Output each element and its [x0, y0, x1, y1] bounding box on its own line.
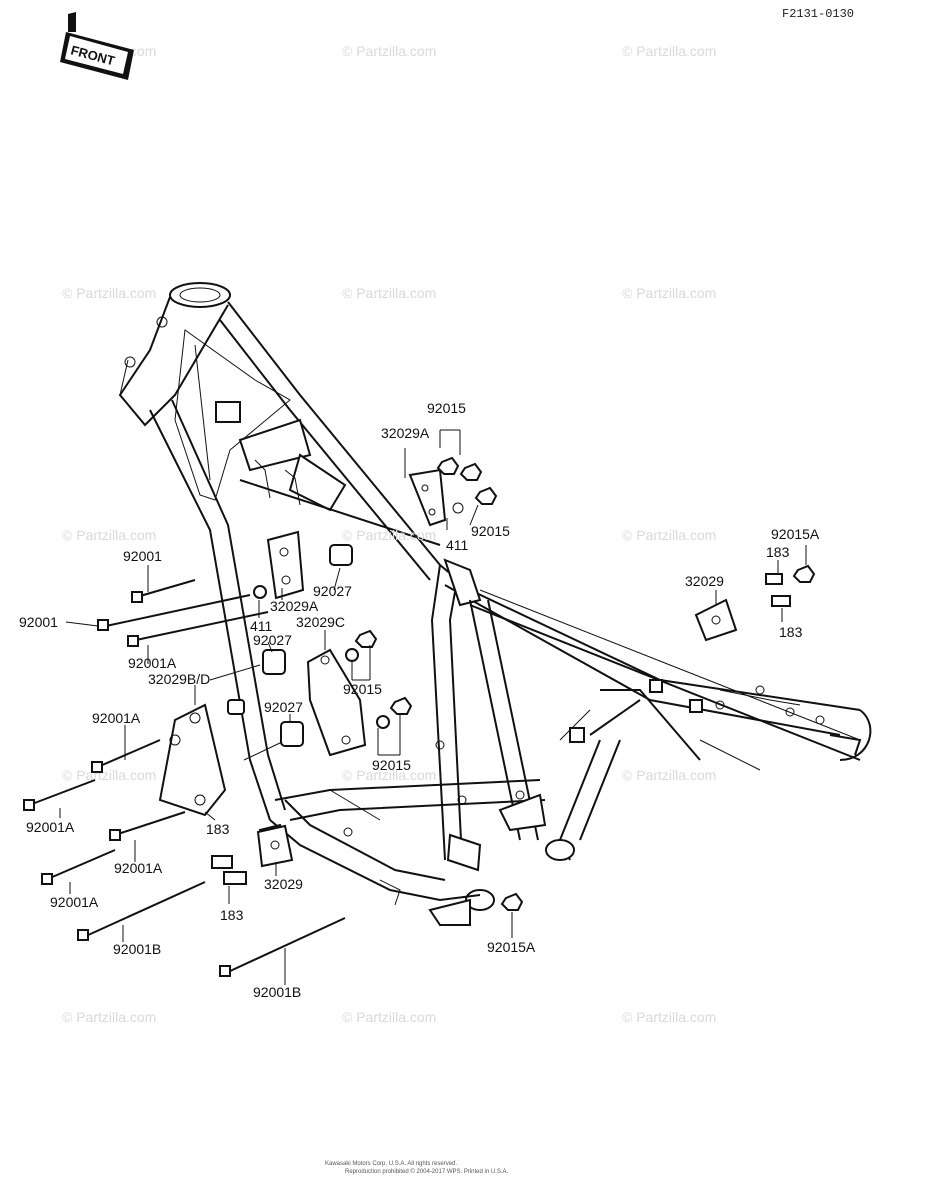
callout-32029c: 32029C [296, 614, 345, 630]
figure-code: F2131-0130 [782, 7, 854, 21]
callout-92027-c: 92027 [264, 699, 303, 715]
watermark: © Partzilla.com [622, 285, 716, 301]
callout-411-mid: 411 [250, 618, 273, 634]
watermark: © Partzilla.com [622, 767, 716, 783]
callout-92001a-b: 92001A [92, 710, 141, 726]
callout-183-left: 183 [206, 821, 230, 837]
callout-92015-c: 92015 [343, 681, 382, 697]
callout-32029a-mid: 32029A [270, 598, 319, 614]
footer-line-2: Reproduction prohibited © 2004-2017 WPS.… [345, 1168, 509, 1175]
callout-92001-a: 92001 [123, 548, 162, 564]
frame-body [118, 282, 872, 926]
watermark-grid: © Partzilla.com © Partzilla.com © Partzi… [62, 43, 716, 1025]
watermark: © Partzilla.com [342, 767, 436, 783]
callout-411-top: 411 [446, 537, 469, 553]
callout-92015-d: 92015 [372, 757, 411, 773]
watermark: © Partzilla.com [622, 527, 716, 543]
callout-183-right-top: 183 [766, 544, 790, 560]
callout-92001a-e: 92001A [50, 894, 99, 910]
callout-32029-right: 32029 [685, 573, 724, 589]
callout-92015a-bot: 92015A [487, 939, 536, 955]
callout-92015-top: 92015 [427, 400, 466, 416]
callout-92001a-c: 92001A [26, 819, 75, 835]
callout-92001a-a: 92001A [128, 655, 177, 671]
callout-183-right-bot: 183 [779, 624, 803, 640]
watermark: © Partzilla.com [622, 1009, 716, 1025]
callout-183-bot: 183 [220, 907, 244, 923]
callout-92001a-d: 92001A [114, 860, 163, 876]
callout-92015a-right: 92015A [771, 526, 820, 542]
callout-92027-b: 92027 [253, 632, 292, 648]
callout-92001b-a: 92001B [113, 941, 161, 957]
footer-line-1: Kawasaki Motors Corp. U.S.A. All rights … [325, 1161, 457, 1167]
watermark: © Partzilla.com [62, 767, 156, 783]
callout-labels: 92015 32029A 92015 411 92015A 183 32029 … [19, 400, 820, 1000]
callout-32029bd: 32029B/D [148, 671, 210, 687]
leader-lines [59, 429, 807, 985]
callout-92027-a: 92027 [313, 583, 352, 599]
watermark: © Partzilla.com [62, 285, 156, 301]
callout-32029a-top: 32029A [381, 425, 430, 441]
watermark: © Partzilla.com [342, 43, 436, 59]
watermark: © Partzilla.com [342, 285, 436, 301]
hardware-parts [23, 456, 816, 977]
callout-92001b-b: 92001B [253, 984, 301, 1000]
callout-92015-mid: 92015 [471, 523, 510, 539]
watermark: © Partzilla.com [622, 43, 716, 59]
front-badge: FRONT [60, 12, 134, 80]
watermark: © Partzilla.com [342, 1009, 436, 1025]
callout-32029-bot: 32029 [264, 876, 303, 892]
callout-92001-b: 92001 [19, 614, 58, 630]
watermark: © Partzilla.com [62, 1009, 156, 1025]
watermark: © Partzilla.com [62, 527, 156, 543]
watermark-frame: © Partzilla.com [342, 527, 436, 543]
bracket-32029a-top [408, 468, 447, 527]
